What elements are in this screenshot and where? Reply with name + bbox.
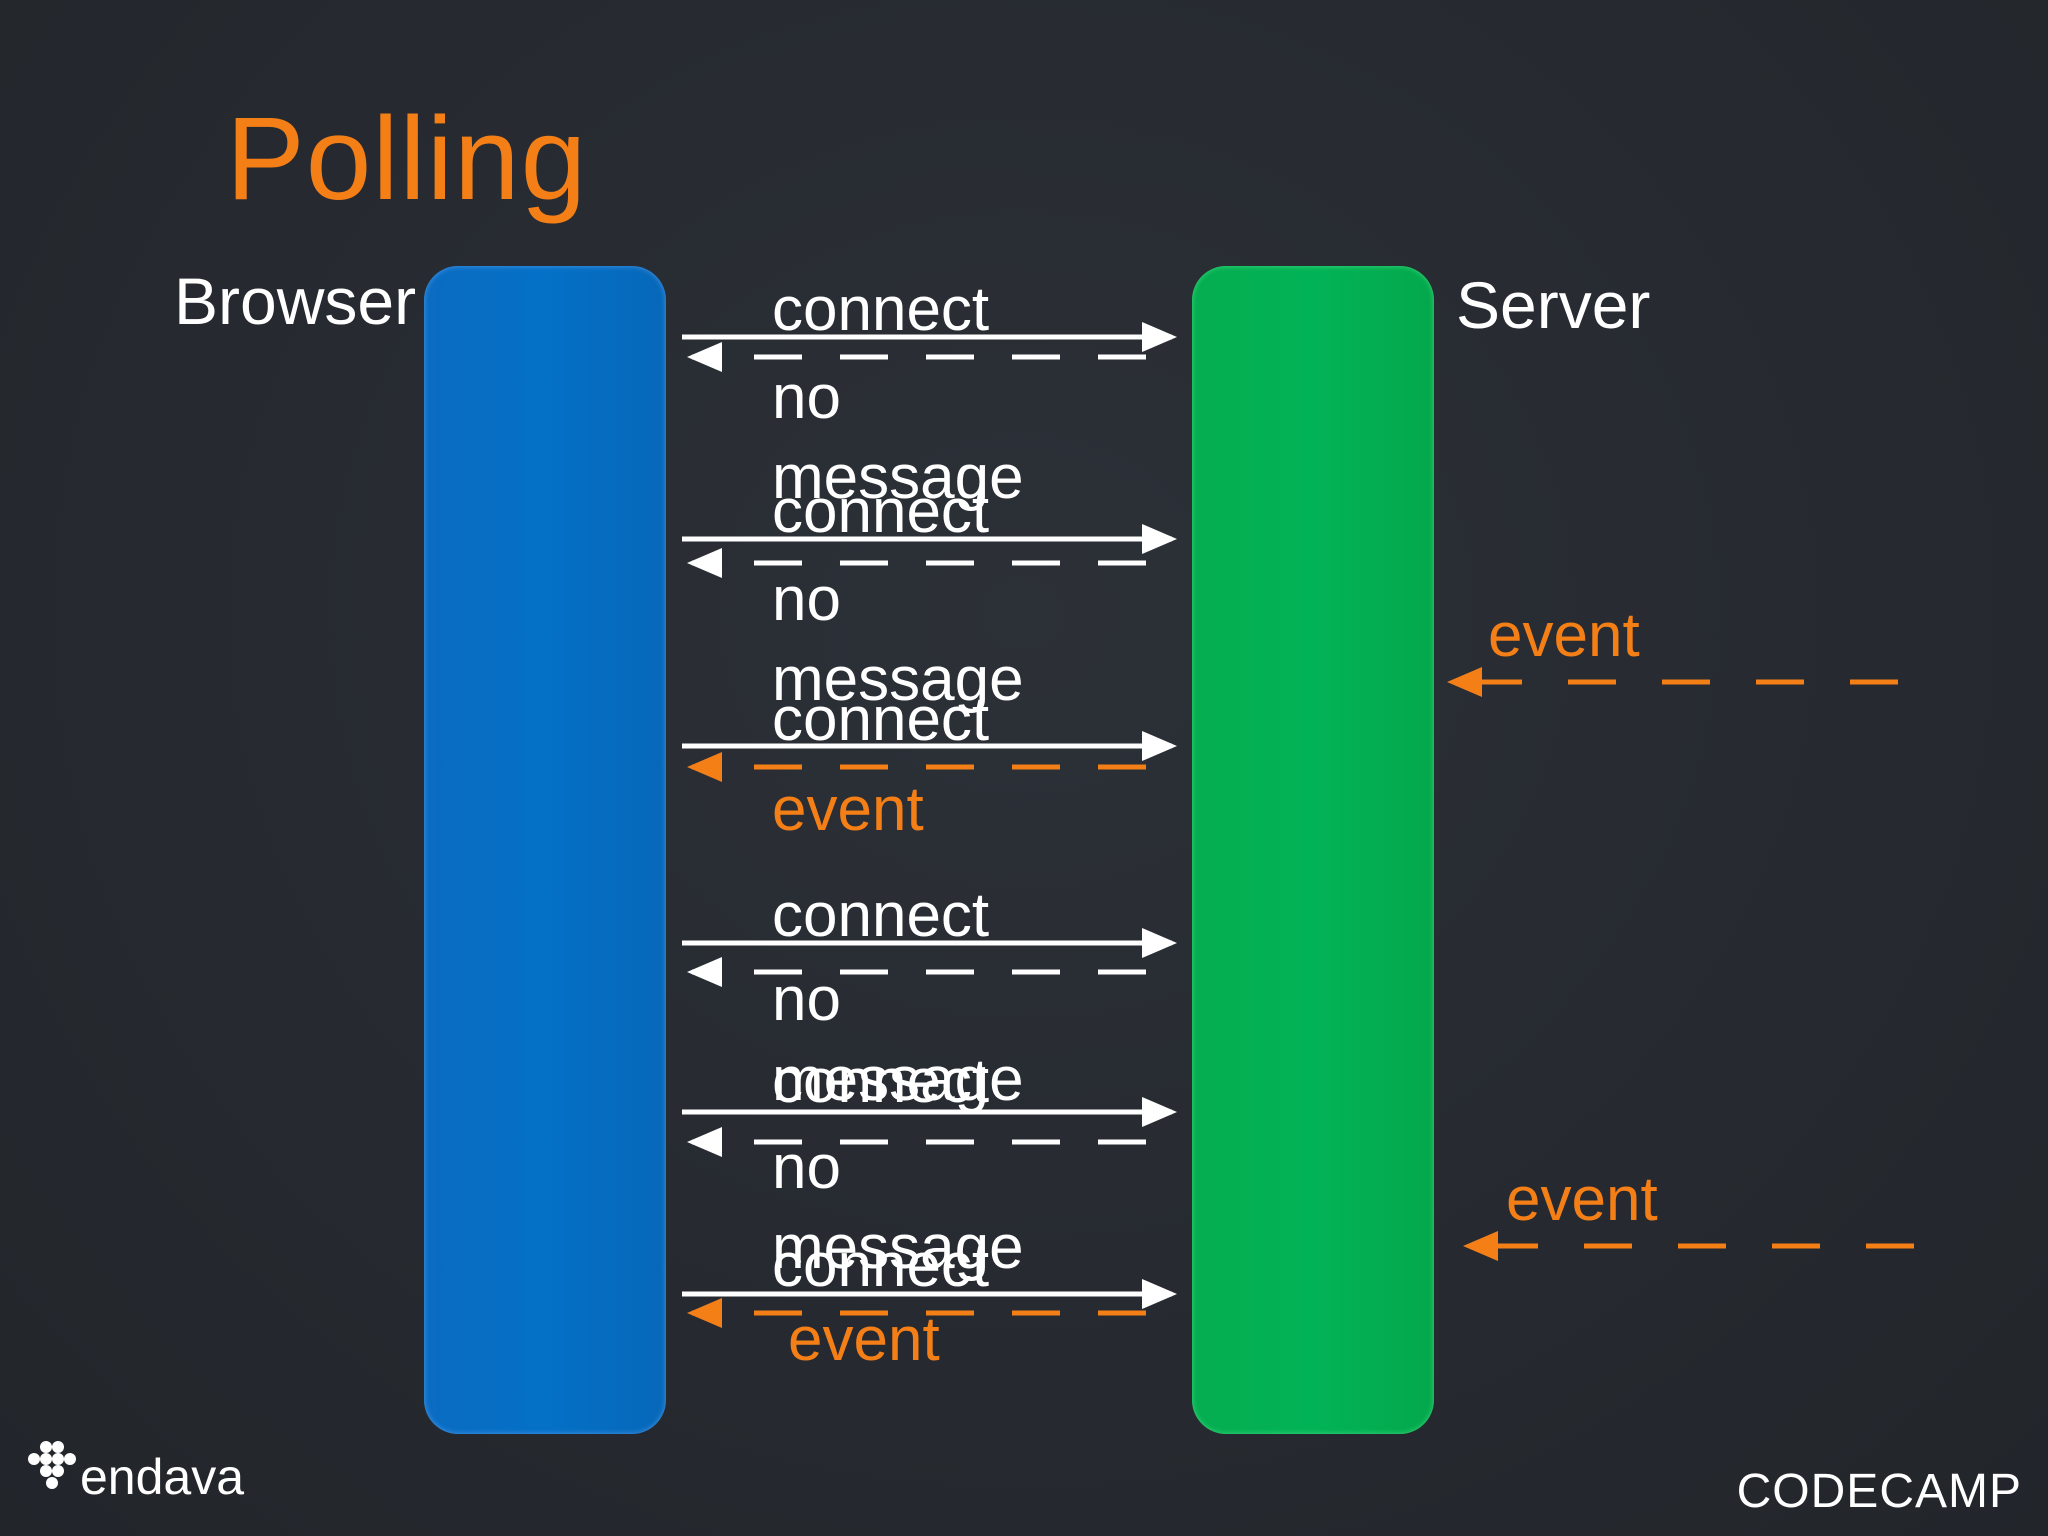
- server-event-label-1: event: [1488, 601, 1640, 670]
- server-event-label-2: event: [1506, 1165, 1658, 1234]
- endava-wordmark: endava: [80, 1449, 245, 1505]
- request-label-5: connect: [772, 1047, 990, 1116]
- codecamp-logo: CODECAMP: [1736, 1465, 2022, 1518]
- request-label-4: connect: [772, 881, 990, 950]
- response-label-6: event: [788, 1305, 940, 1374]
- server-label: Server: [1456, 268, 1651, 342]
- response-label-5: no message: [772, 1133, 1024, 1282]
- browser-label: Browser: [174, 264, 417, 338]
- request-label-2: connect: [772, 477, 990, 546]
- response-label-1: no message: [772, 363, 1024, 512]
- response-label-3: event: [772, 775, 924, 844]
- server-lifeline-bar: [1192, 266, 1434, 1434]
- browser-lifeline-bar: [424, 266, 666, 1434]
- page-title: Polling: [226, 93, 588, 225]
- request-label-6: connect: [772, 1231, 990, 1300]
- response-label-4: no message: [772, 965, 1024, 1114]
- request-label-3: connect: [772, 685, 990, 754]
- endava-mark-icon: [28, 1441, 76, 1489]
- request-label-1: connect: [772, 275, 990, 344]
- response-label-2: no message: [772, 565, 1024, 714]
